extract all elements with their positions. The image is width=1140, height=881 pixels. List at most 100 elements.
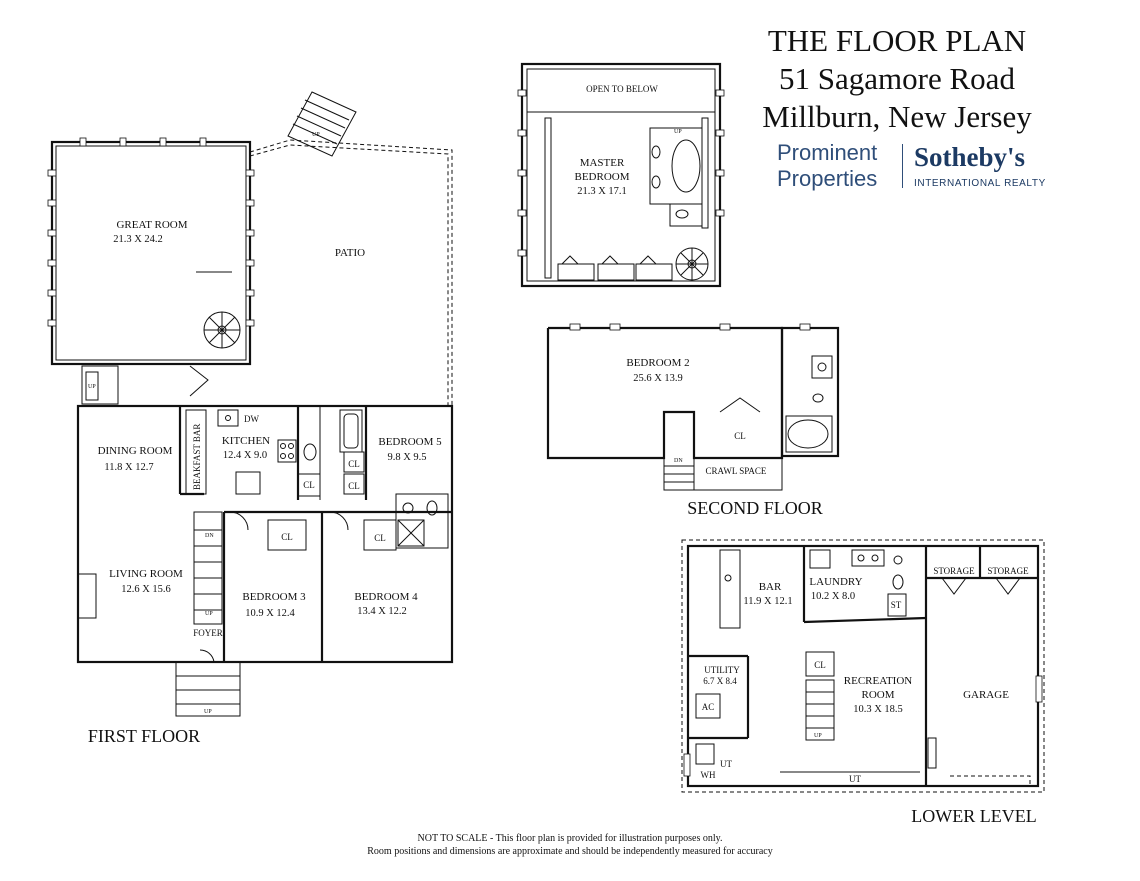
foyer-stairs-dn: DN <box>205 533 214 539</box>
water-heater-label: WH <box>701 770 716 780</box>
side-entry <box>81 365 119 405</box>
bedroom5-closet-b-label: CL <box>348 481 360 491</box>
great-room-windows <box>47 137 255 327</box>
brand-logo: Prominent Properties Sotheby's INTERNATI… <box>762 140 1082 192</box>
brand-prominent: Prominent <box>777 140 878 165</box>
crawl-space-label: CRAWL SPACE <box>706 466 767 476</box>
master-bedroom-label-1: MASTER <box>580 157 625 169</box>
bedroom2-plan: DN <box>546 323 840 491</box>
breakfast-bar-label: BEAKFAST BAR <box>192 424 202 490</box>
lower-level-plan: UP <box>681 539 1045 793</box>
foyer-stairs: DN UP <box>193 511 223 625</box>
kitchen-label: KITCHEN <box>222 435 270 447</box>
open-to-below-label: OPEN TO BELOW <box>586 84 658 94</box>
ac-label: AC <box>702 702 715 712</box>
front-steps: UP <box>175 661 241 717</box>
first-floor-main-walls <box>76 404 454 664</box>
great-room-dim: 21.3 X 24.2 <box>113 234 163 245</box>
brand-prominent-properties: Prominent Properties <box>777 140 877 192</box>
bedroom3-label: BEDROOM 3 <box>242 591 306 603</box>
kitchen-fixtures: DW <box>217 409 297 495</box>
lower-stairs: UP <box>805 679 835 741</box>
storage-1-label: STORAGE <box>933 566 975 576</box>
deck-stairs: UP <box>287 91 357 157</box>
dining-room-label: DINING ROOM <box>98 445 173 457</box>
first-floor-bath-fixtures <box>303 409 449 549</box>
utility-label: UTILITY <box>704 665 740 675</box>
laundry-label: LAUNDRY <box>809 576 862 588</box>
bedroom2-dim: 25.6 X 13.9 <box>633 373 683 384</box>
brand-divider <box>902 144 903 188</box>
patio-outline <box>249 139 453 406</box>
utility-ut-2-label: UT <box>849 774 861 784</box>
first-floor-title: FIRST FLOOR <box>88 726 200 746</box>
master-windows <box>517 89 725 257</box>
great-room-walls <box>50 140 252 366</box>
plan-title: THE FLOOR PLAN <box>767 23 1027 58</box>
disclaimer-line-2: Room positions and dimensions are approx… <box>367 846 773 857</box>
address-line-2: Millburn, New Jersey <box>762 99 1032 134</box>
breakfast-bar <box>185 409 207 495</box>
bar-dim: 11.9 X 12.1 <box>743 596 792 607</box>
patio-label: PATIO <box>335 247 365 259</box>
bedroom2-closet-label: CL <box>734 431 746 441</box>
address-line-1: 51 Sagamore Road <box>779 61 1015 96</box>
recreation-room-label-2: ROOM <box>861 689 894 701</box>
first-floor-plan: UP UP DW <box>47 91 454 717</box>
great-room-inner-wall <box>55 145 247 361</box>
living-room-fireplace <box>77 573 97 619</box>
brand-international-realty: INTERNATIONAL REALTY <box>914 178 1046 189</box>
recreation-room-label-1: RECREATION <box>844 675 913 687</box>
great-room-label: GREAT ROOM <box>116 219 187 231</box>
hall-closet-label: CL <box>303 480 315 490</box>
storage-2-label: STORAGE <box>987 566 1029 576</box>
second-bath-fixtures <box>785 355 833 453</box>
bedroom2-stairs: DN <box>664 458 694 483</box>
foyer-stairs-up: UP <box>205 611 213 617</box>
bedroom4-dim: 13.4 X 12.2 <box>357 606 407 617</box>
bedroom5-dim: 9.8 X 9.5 <box>387 452 426 463</box>
lower-stairs-up: UP <box>814 733 822 739</box>
utility-dim: 6.7 X 8.4 <box>703 676 737 686</box>
foyer-label: FOYER <box>193 628 223 638</box>
laundry-dim: 10.2 X 8.0 <box>811 591 855 602</box>
lower-level-title: LOWER LEVEL <box>911 806 1036 826</box>
disclaimer: NOT TO SCALE - This floor plan is provid… <box>300 832 840 858</box>
disclaimer-line-1: NOT TO SCALE - This floor plan is provid… <box>417 833 723 844</box>
master-bedroom-label-2: BEDROOM <box>574 171 629 183</box>
master-up-label: UP <box>674 129 682 135</box>
master-spiral-stair <box>675 247 709 281</box>
laundry-fixtures <box>809 549 907 617</box>
bedroom2-stairs-dn: DN <box>674 458 683 464</box>
header: THE FLOOR PLAN 51 Sagamore Road Millburn… <box>732 22 1062 136</box>
second-floor-title: SECOND FLOOR <box>687 498 823 518</box>
master-bedroom-dim: 21.3 X 17.1 <box>577 186 627 197</box>
bedroom4-closet-label: CL <box>374 533 386 543</box>
bedroom3-dim: 10.9 X 12.4 <box>245 608 295 619</box>
garage-label: GARAGE <box>963 689 1009 701</box>
master-bath-fixtures <box>649 127 703 227</box>
bedroom4-label: BEDROOM 4 <box>354 591 418 603</box>
side-entry-up: UP <box>88 384 96 390</box>
kitchen-dim: 12.4 X 9.0 <box>223 450 267 461</box>
recreation-room-dim: 10.3 X 18.5 <box>853 704 903 715</box>
brand-sothebys: Sotheby's <box>914 142 1026 172</box>
bar-label: BAR <box>759 581 782 593</box>
dining-room-dim: 11.8 X 12.7 <box>104 462 153 473</box>
living-room-dim: 12.6 X 15.6 <box>121 584 171 595</box>
bedroom5-closet-a-label: CL <box>348 459 360 469</box>
deck-stairs-up: UP <box>312 132 320 138</box>
living-room-label: LIVING ROOM <box>109 568 183 580</box>
bedroom5-label: BEDROOM 5 <box>378 436 442 448</box>
brand-properties: Properties <box>777 166 878 191</box>
lower-closet-label: CL <box>814 660 826 670</box>
great-room-spiral-stair <box>203 311 241 349</box>
dishwasher-label: DW <box>244 414 259 424</box>
utility-ut-1-label: UT <box>720 759 732 769</box>
bedroom2-label: BEDROOM 2 <box>626 357 689 369</box>
bedroom2-windows <box>569 323 811 331</box>
master-suite-plan: UP <box>517 62 725 288</box>
front-steps-up: UP <box>204 709 212 715</box>
bedroom3-closet-label: CL <box>281 532 293 542</box>
